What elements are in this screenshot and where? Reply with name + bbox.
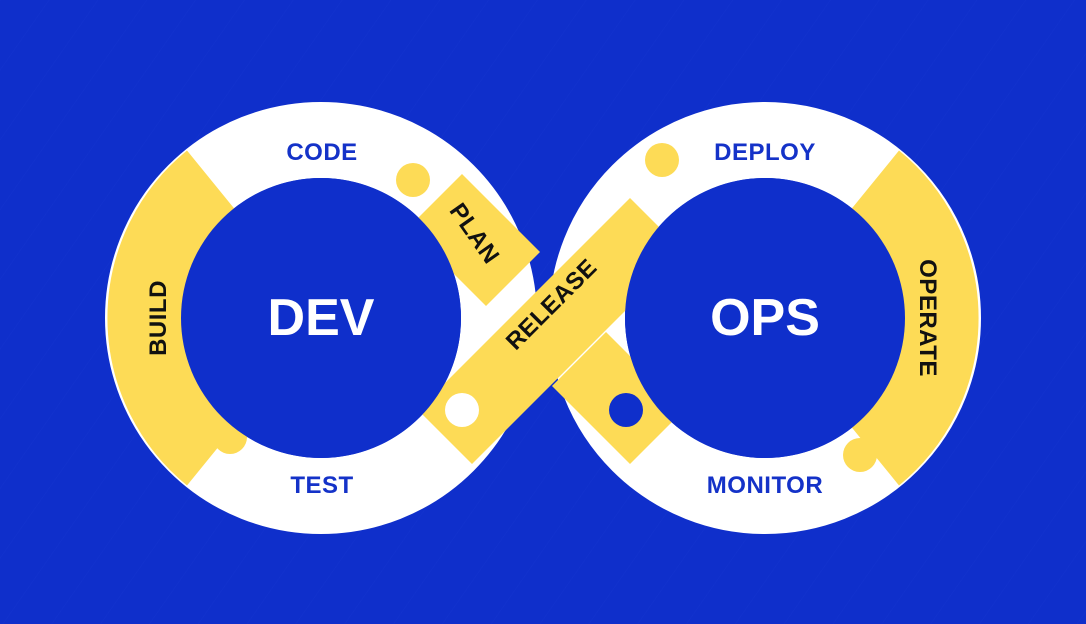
plan-segment bbox=[408, 174, 540, 306]
ops-center-label: OPS bbox=[710, 289, 820, 347]
plan-band bbox=[396, 163, 540, 306]
ops-inner-hole bbox=[625, 178, 905, 458]
deploy-label: DEPLOY bbox=[714, 139, 816, 166]
test-label: TEST bbox=[290, 472, 353, 499]
ops-lower-puzzle-slot bbox=[609, 393, 643, 427]
operate-puzzle-tab-bottom bbox=[843, 438, 877, 472]
dev-inner-hole bbox=[181, 178, 461, 458]
operate-puzzle-tab-top bbox=[888, 191, 922, 225]
plan-puzzle-tab bbox=[396, 163, 430, 197]
build-puzzle-tab-top bbox=[166, 198, 200, 232]
build-label: BUILD bbox=[145, 280, 172, 356]
release-puzzle-tab-bottom bbox=[445, 393, 479, 427]
operate-label: OPERATE bbox=[914, 259, 941, 377]
dev-center-label: DEV bbox=[268, 289, 375, 347]
code-label: CODE bbox=[286, 139, 357, 166]
release-segment bbox=[418, 198, 684, 464]
ops-lower-band bbox=[552, 332, 684, 464]
dev-ring bbox=[105, 102, 537, 534]
monitor-label: MONITOR bbox=[707, 472, 823, 499]
release-band bbox=[418, 143, 684, 464]
release-puzzle-tab-top bbox=[645, 143, 679, 177]
